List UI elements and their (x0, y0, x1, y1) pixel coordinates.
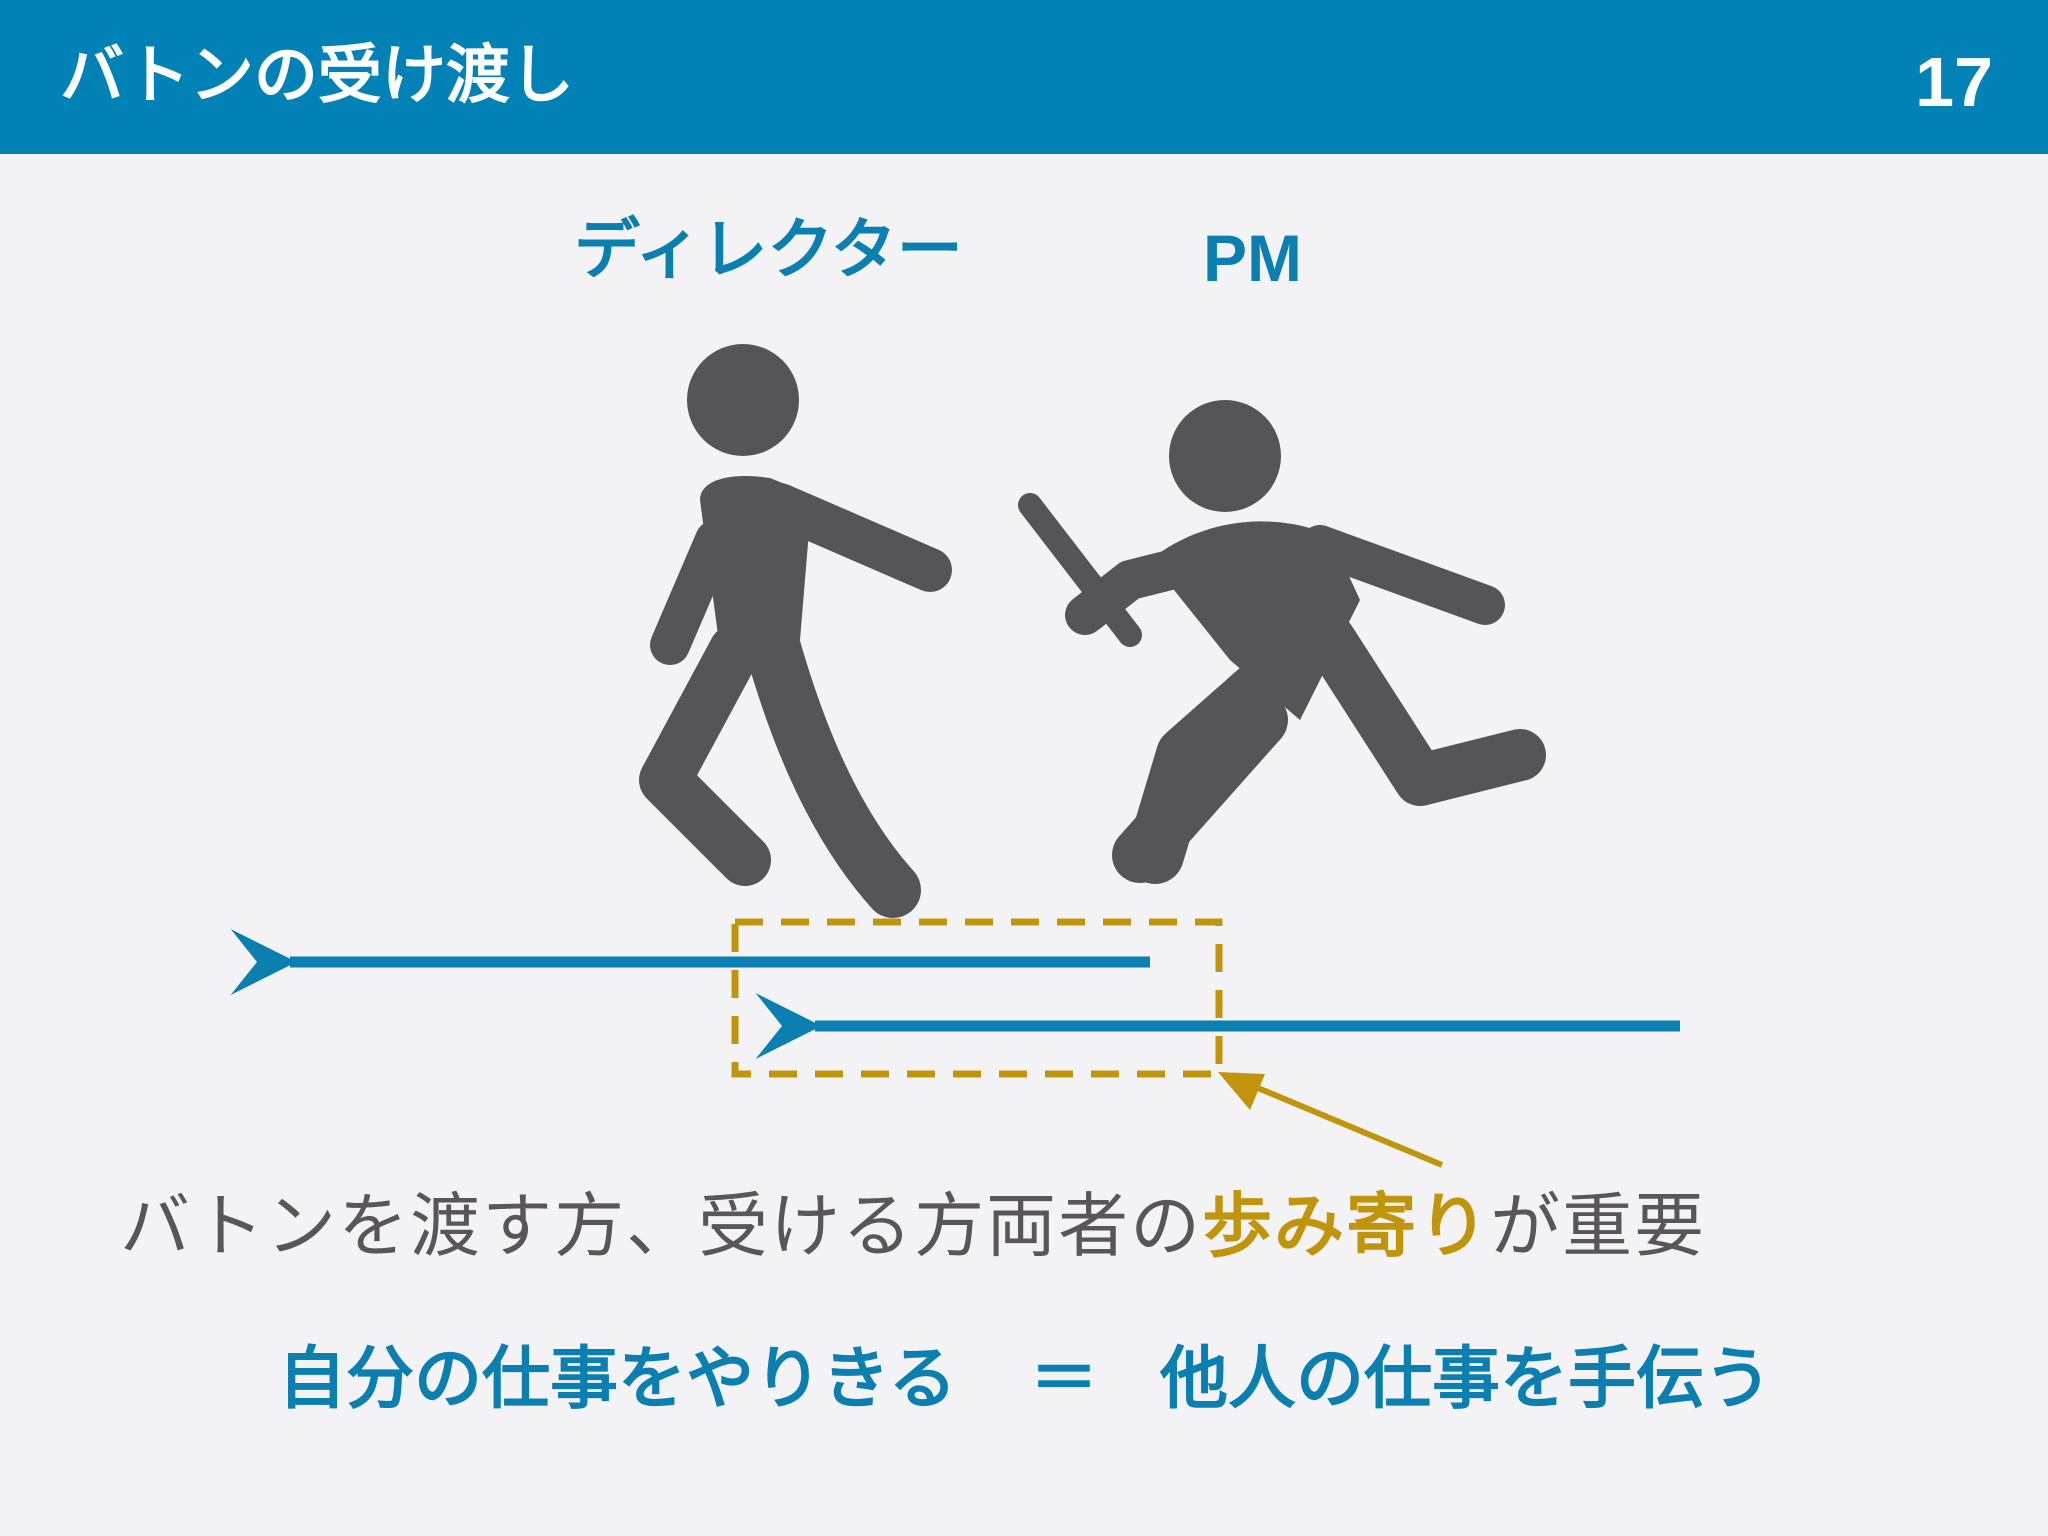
director-label: ディレクター (574, 211, 963, 288)
director-figure (639, 344, 952, 918)
handoff-pointer-line (1256, 1085, 1444, 1168)
statement-line: バトンを渡す方、受ける方両者の歩み寄りが重要 (120, 1180, 1930, 1272)
slide-title: バトンの受け渡し (60, 39, 574, 113)
equation-left: 自分の仕事をやりきる (278, 1340, 957, 1419)
pm-figure (1018, 400, 1546, 884)
header-bar: バトンの受け渡し 17 (0, 0, 2048, 154)
page-number: 17 (1915, 43, 1993, 121)
statement-prefix: バトンを渡す方、受ける方両者の (120, 1185, 1203, 1267)
equation-right: 他人の仕事を手伝う (1160, 1340, 1773, 1419)
statement-highlight: 歩み寄り (1202, 1185, 1491, 1267)
pm-label: PM (1203, 221, 1302, 295)
handoff-pointer-head (1218, 1072, 1265, 1110)
equation-line: 自分の仕事をやりきる ＝ 他人の仕事を手伝う (0, 1330, 2048, 1430)
statement-suffix: が重要 (1490, 1185, 1707, 1267)
handoff-zone-box (731, 918, 1223, 1078)
equals-sign: ＝ (1030, 1340, 1099, 1419)
